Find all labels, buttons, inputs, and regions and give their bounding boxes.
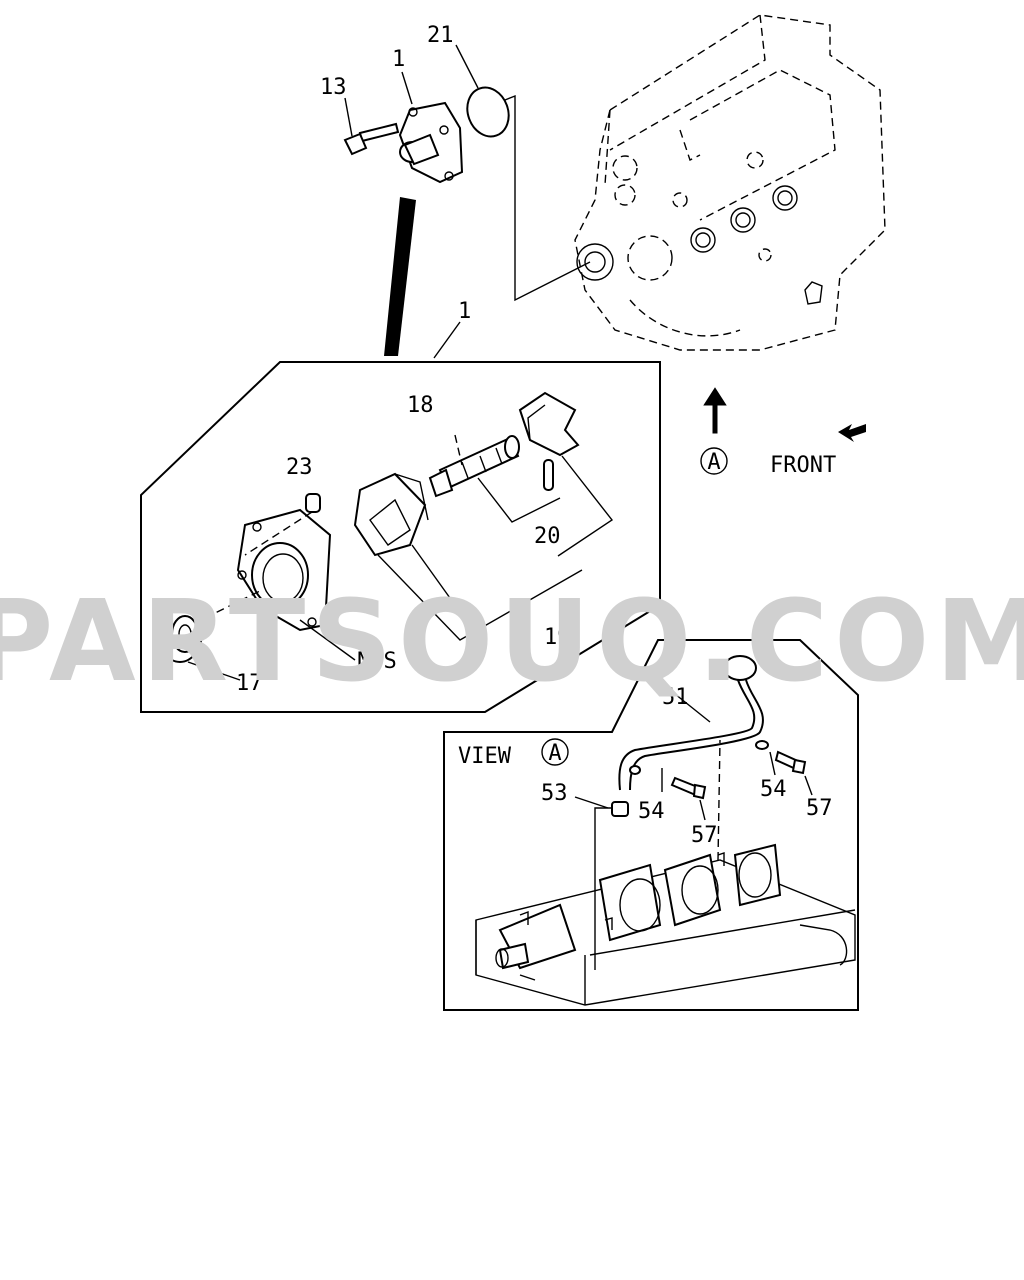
view-marker-a: A bbox=[700, 447, 728, 475]
seal-part-17 bbox=[157, 589, 263, 681]
callout-17: 17 bbox=[236, 671, 263, 696]
crankcase-block bbox=[475, 739, 856, 1006]
view-marker-a-label: A bbox=[707, 450, 720, 475]
callout-21: 21 bbox=[427, 23, 454, 48]
bolt-part-57-right bbox=[774, 750, 813, 796]
pump-housing-nss bbox=[236, 508, 356, 661]
gasket-part-21 bbox=[455, 44, 591, 302]
callout-13: 13 bbox=[320, 75, 347, 100]
callout-20: 20 bbox=[534, 524, 561, 549]
callout-nss: NSS bbox=[357, 649, 397, 674]
callout-57-right: 57 bbox=[806, 796, 833, 821]
washer-part-54-left bbox=[629, 765, 663, 792]
washer-part-54-right bbox=[755, 740, 776, 776]
view-a-label-marker: A bbox=[548, 741, 561, 766]
exploded-view-frame bbox=[140, 321, 661, 713]
callout-51: 51 bbox=[662, 685, 689, 710]
callout-54-left: 54 bbox=[638, 799, 665, 824]
view-a-label-text: VIEW bbox=[458, 744, 512, 769]
drive-shaft-part-20 bbox=[428, 391, 614, 557]
view-a-label: VIEW A bbox=[458, 738, 569, 769]
callout-54-right: 54 bbox=[760, 777, 787, 802]
bolt-part-57-left bbox=[670, 776, 707, 821]
o-ring-part-53 bbox=[574, 796, 629, 817]
callout-23: 23 bbox=[286, 455, 313, 480]
callout-1-top: 1 bbox=[392, 47, 405, 72]
exploded-view-pointer bbox=[384, 197, 416, 356]
callout-53: 53 bbox=[541, 781, 568, 806]
callout-19: 19 bbox=[544, 625, 571, 650]
oil-pump-assembly-top bbox=[398, 71, 464, 184]
callout-57-left: 57 bbox=[691, 823, 718, 848]
bolt-part-13 bbox=[343, 97, 400, 156]
front-arrow-icon bbox=[838, 424, 866, 442]
front-label: FRONT bbox=[770, 453, 836, 478]
view-a-frame bbox=[443, 639, 859, 1011]
bushing-part-23 bbox=[244, 493, 321, 556]
callout-1-frame: 1 bbox=[458, 299, 471, 324]
watermark: PARTSOUQ.COM bbox=[0, 577, 1024, 707]
callout-18: 18 bbox=[407, 393, 434, 418]
view-direction-arrow bbox=[703, 387, 727, 434]
engine-block bbox=[574, 14, 886, 351]
rotor-part-19 bbox=[353, 472, 583, 641]
